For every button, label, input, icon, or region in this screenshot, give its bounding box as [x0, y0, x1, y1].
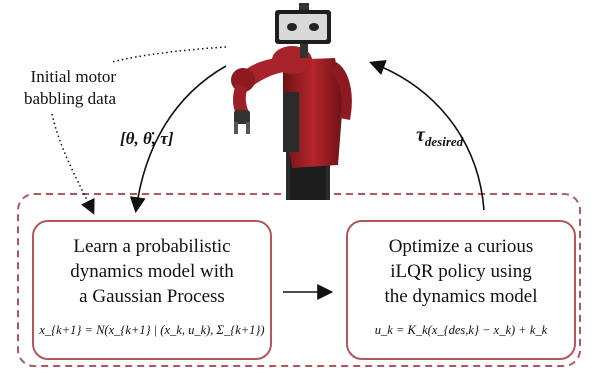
optimize-policy-box: Optimize a curious iLQR policy using the… [346, 220, 576, 360]
optimize-policy-line-1: Optimize a curious [388, 236, 534, 257]
optimize-policy-line-3: the dynamics model [384, 286, 538, 307]
initial-data-dotted-arrow [51, 113, 95, 215]
learn-model-box: Learn a probabilistic dynamics model wit… [32, 220, 272, 360]
torque-arrow [369, 60, 485, 211]
torque-subscript: desired [424, 134, 464, 149]
initial-data-label-line-2: babbling data [23, 89, 116, 108]
state-label: [θ, θ̇, τ] [120, 129, 174, 148]
learn-model-line-2: dynamics model with [70, 261, 234, 282]
policy-formula: u_k = K_k(x_{des,k} − x_k) + k_k [374, 323, 548, 337]
initial-data-dotted-top [111, 46, 227, 63]
initial-data-label-line-1: Initial motor [30, 67, 116, 86]
learn-model-line-3: a Gaussian Process [79, 286, 225, 307]
state-arrow [129, 65, 227, 214]
initial-data-label: Initial motor babbling data [4, 66, 116, 110]
robot-image [231, 3, 352, 200]
optimize-policy-line-2: iLQR policy using [390, 261, 532, 282]
torque-symbol: τ [416, 124, 425, 146]
dynamics-formula: x_{k+1} = N(x_{k+1} | (x_k, u_k), Σ_{k+1… [39, 323, 265, 337]
torque-label: τdesired [416, 124, 463, 153]
learn-model-line-1: Learn a probabilistic [73, 236, 231, 257]
